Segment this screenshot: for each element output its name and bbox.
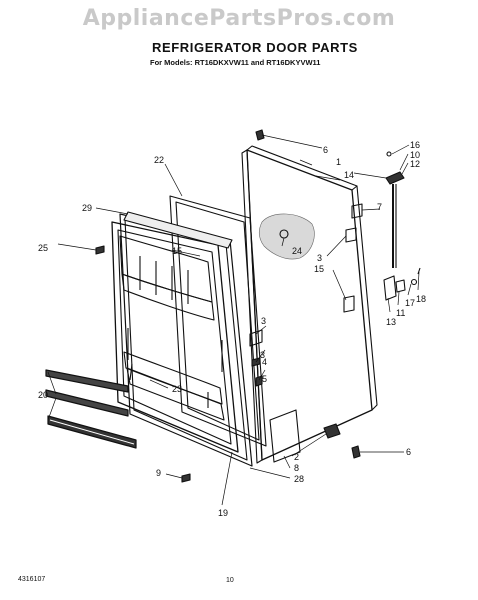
callout-19: 19	[218, 508, 228, 518]
screw-nine	[181, 473, 191, 483]
callout-22: 22	[154, 155, 164, 165]
callout-20: 20	[38, 390, 48, 400]
callout-25: 25	[38, 243, 48, 253]
hinge-assembly	[383, 151, 421, 301]
part-number: 4316107	[18, 576, 46, 583]
callout-16: 16	[410, 140, 420, 150]
diagram-title: REFRIGERATOR DOOR PARTS	[152, 40, 358, 55]
screw-five	[255, 375, 263, 387]
callout-11: 11	[396, 308, 405, 318]
outer-door-panel	[241, 145, 378, 464]
callout-5: 5	[262, 374, 267, 384]
watermark: AppliancePartsPros.com	[82, 6, 396, 31]
callout-10: 10	[410, 150, 420, 160]
callout-6-top: 6	[323, 145, 328, 155]
callout-18: 18	[416, 294, 426, 304]
callout-9: 9	[156, 468, 161, 478]
callout-1: 1	[336, 157, 341, 167]
callout-3-right: 3	[317, 253, 322, 263]
leader-lines	[47, 134, 420, 506]
lower-hinge-bracket	[343, 295, 355, 313]
page-number: 10	[226, 577, 234, 584]
callout-3-mid: 3	[261, 316, 266, 326]
callout-2: 2	[294, 452, 299, 462]
callout-4: 4	[262, 357, 267, 367]
foam-strip	[123, 211, 233, 249]
screw-bumper	[95, 245, 105, 255]
screw-bottom	[351, 445, 361, 459]
mid-hinge-bracket	[345, 227, 357, 243]
top-hinge-bracket	[351, 203, 363, 219]
callout-6-bottom: 6	[406, 447, 411, 457]
callout-3-low: 3	[260, 350, 265, 360]
screw-top	[255, 129, 265, 141]
model-subtitle: For Models: RT16DKXVW11 and RT16DKYVW11	[150, 58, 321, 67]
callout-13: 13	[386, 317, 396, 327]
callout-12: 12	[410, 159, 420, 169]
callout-24: 24	[292, 246, 302, 256]
callout-23: 23	[172, 384, 182, 394]
callout-15-right: 15	[314, 264, 324, 274]
callout-29: 29	[82, 203, 92, 213]
cam-three	[249, 329, 263, 347]
breaker-frame	[169, 195, 267, 447]
callout-7: 7	[377, 202, 382, 212]
callout-8: 8	[294, 463, 299, 473]
door-stop	[323, 423, 341, 439]
callout-14: 14	[344, 170, 354, 180]
bottom-hinge-plate	[269, 409, 301, 463]
door-shelves	[45, 369, 137, 449]
callout-17: 17	[405, 298, 415, 308]
callout-15-left: 15	[172, 246, 182, 256]
callout-28: 28	[294, 474, 304, 484]
